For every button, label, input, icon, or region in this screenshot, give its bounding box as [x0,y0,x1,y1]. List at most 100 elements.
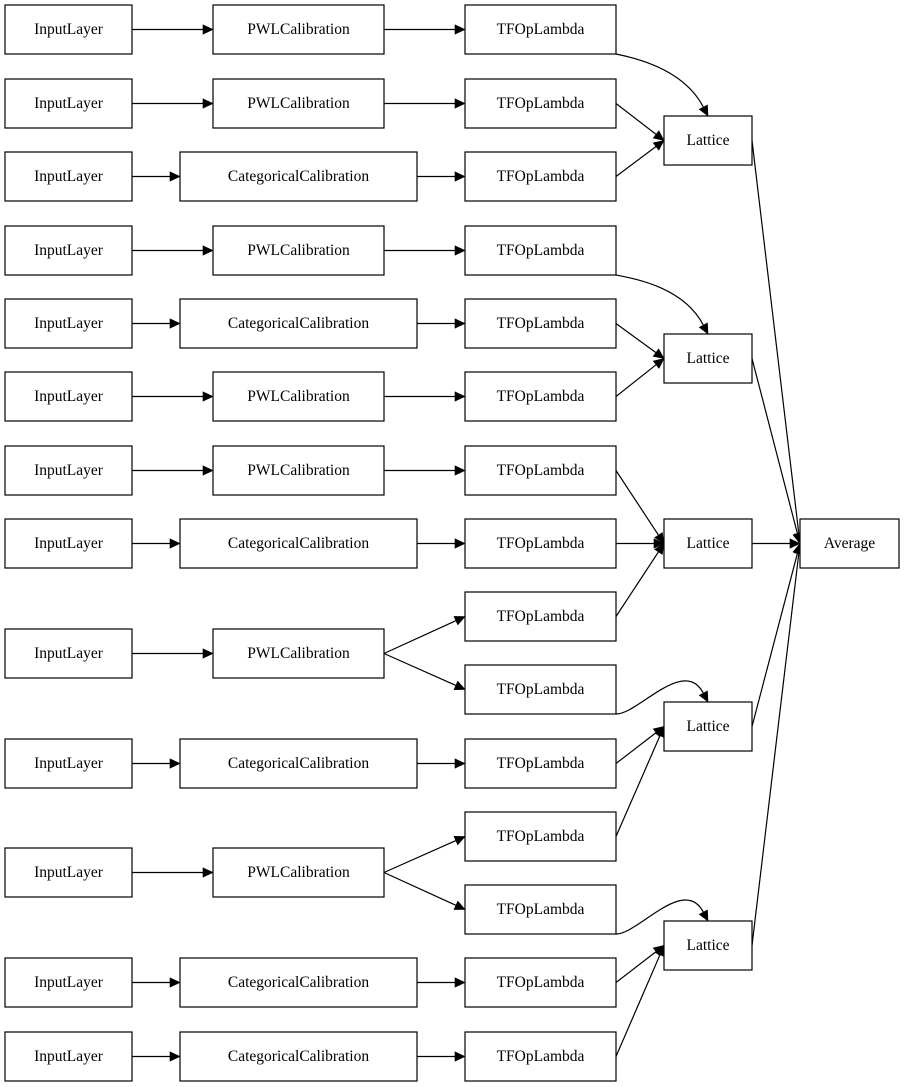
node-in3[interactable]: InputLayer [4,151,133,202]
node-label-cal1: PWLCalibration [247,21,350,38]
node-label-in12: InputLayer [34,974,104,991]
node-box-lam14 [464,957,617,1008]
node-label-in8: InputLayer [34,535,104,552]
node-cal1[interactable]: PWLCalibration [212,4,385,55]
edge-arrowhead [202,24,214,35]
edge-in2-to-cal2 [132,98,214,109]
node-in12[interactable]: InputLayer [4,957,133,1008]
node-lam4[interactable]: TFOpLambda [464,225,617,276]
node-lat1[interactable]: Lattice [663,115,753,166]
node-box-lam11 [464,738,617,789]
node-lam12[interactable]: TFOpLambda [464,811,617,862]
node-lat3[interactable]: Lattice [663,518,753,569]
node-lam15[interactable]: TFOpLambda [464,1031,617,1082]
node-box-lam15 [464,1031,617,1082]
node-label-cal6: PWLCalibration [247,388,350,405]
edge-in13-to-cal13 [132,1051,181,1062]
node-in2[interactable]: InputLayer [4,78,133,129]
edge-arrowhead [169,758,181,769]
node-box-cal3 [179,151,418,202]
node-cal6[interactable]: PWLCalibration [212,371,385,422]
node-box-in8 [4,518,133,569]
node-label-in5: InputLayer [34,315,104,332]
node-lat5[interactable]: Lattice [663,920,753,971]
node-lam13[interactable]: TFOpLambda [464,884,617,935]
edge-arrowhead [202,867,214,878]
edge-lat1-to-avg [751,140,804,545]
node-cal3[interactable]: CategoricalCalibration [179,151,418,202]
edge-cal3-to-lam3 [417,171,466,182]
edge-arrowhead [454,171,466,182]
node-cal4[interactable]: PWLCalibration [212,225,385,276]
node-lam2[interactable]: TFOpLambda [464,78,617,129]
node-lam9[interactable]: TFOpLambda [464,591,617,642]
node-in6[interactable]: InputLayer [4,371,133,422]
node-lam5[interactable]: TFOpLambda [464,298,617,349]
edge-arrowhead [202,648,214,659]
node-box-lam4 [464,225,617,276]
node-box-in3 [4,151,133,202]
edge-arrowhead [453,616,466,626]
node-cal10[interactable]: CategoricalCalibration [179,738,418,789]
node-in5[interactable]: InputLayer [4,298,133,349]
node-lam10[interactable]: TFOpLambda [464,664,617,715]
edge-cal11-to-lam13 [383,871,466,910]
node-cal5[interactable]: CategoricalCalibration [179,298,418,349]
node-cal2[interactable]: PWLCalibration [212,78,385,129]
node-box-in5 [4,298,133,349]
edge-lam5-to-lat2 [615,323,665,359]
node-in11[interactable]: InputLayer [4,847,133,898]
node-lam14[interactable]: TFOpLambda [464,957,617,1008]
node-lat4[interactable]: Lattice [663,701,753,752]
node-label-lam2: TFOpLambda [497,95,585,112]
node-cal13[interactable]: CategoricalCalibration [179,1031,418,1082]
node-lam1[interactable]: TFOpLambda [464,4,617,55]
edge-lam10-to-lat4 [615,680,709,715]
edge-arrowhead [202,245,214,256]
node-box-lam8 [464,518,617,569]
node-box-cal4 [212,225,385,276]
node-in10[interactable]: InputLayer [4,738,133,789]
node-avg[interactable]: Average [799,518,900,569]
edge-in9-to-cal9 [132,648,214,659]
node-cal9[interactable]: PWLCalibration [212,628,385,679]
node-box-in4 [4,225,133,276]
node-label-in9: InputLayer [34,645,104,662]
node-lat2[interactable]: Lattice [663,333,753,384]
node-label-cal3: CategoricalCalibration [228,168,369,185]
node-box-lam6 [464,371,617,422]
node-lam7[interactable]: TFOpLambda [464,445,617,496]
node-in1[interactable]: InputLayer [4,4,133,55]
node-in4[interactable]: InputLayer [4,225,133,276]
node-lam6[interactable]: TFOpLambda [464,371,617,422]
node-label-cal4: PWLCalibration [247,242,350,259]
node-label-cal8: CategoricalCalibration [228,535,369,552]
edge-arrowhead [169,171,181,182]
edge-arrowhead [454,24,466,35]
node-box-lam9 [464,591,617,642]
edge-arrowhead [169,1051,181,1062]
node-lam8[interactable]: TFOpLambda [464,518,617,569]
node-label-lam5: TFOpLambda [497,315,585,332]
edge-arrowhead [652,348,665,359]
node-label-cal10: CategoricalCalibration [228,755,369,772]
edge-lam3-to-lat1 [615,140,665,177]
node-cal8[interactable]: CategoricalCalibration [179,518,418,569]
node-cal7[interactable]: PWLCalibration [212,445,385,496]
node-in8[interactable]: InputLayer [4,518,133,569]
edge-arrowhead [652,130,665,141]
node-cal11[interactable]: PWLCalibration [212,847,385,898]
node-in13[interactable]: InputLayer [4,1031,133,1082]
node-lam3[interactable]: TFOpLambda [464,151,617,202]
node-lam11[interactable]: TFOpLambda [464,738,617,789]
edge-cal9-to-lam9 [383,616,466,655]
edge-arrowhead [454,538,466,549]
node-box-lam2 [464,78,617,129]
node-label-lam13: TFOpLambda [497,901,585,918]
edge-lam6-to-lat2 [615,358,665,397]
node-in9[interactable]: InputLayer [4,628,133,679]
node-cal12[interactable]: CategoricalCalibration [179,957,418,1008]
node-in7[interactable]: InputLayer [4,445,133,496]
edge-in7-to-cal7 [132,465,214,476]
edge-line [615,951,657,983]
